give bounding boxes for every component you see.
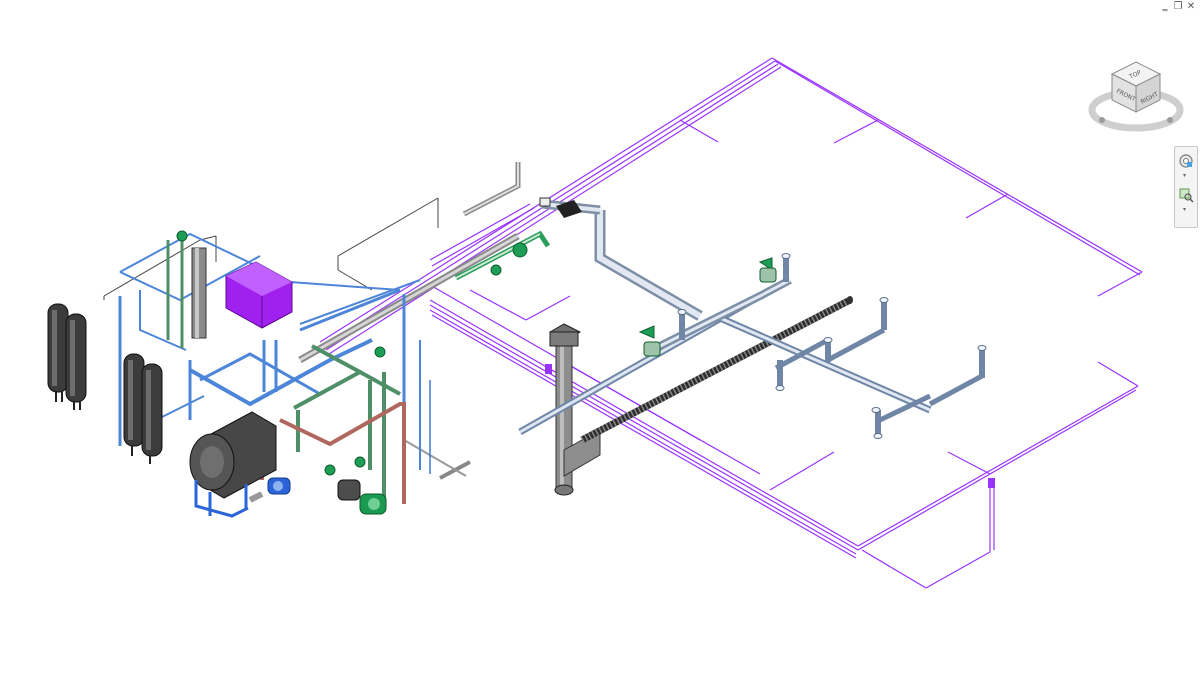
magenta-unit (225, 261, 293, 329)
hydronic-piping (118, 199, 985, 470)
navigation-bar: ▾ ▾ (1174, 146, 1198, 228)
gray-main-pipe (298, 162, 601, 496)
green-piping-and-valves (166, 230, 551, 500)
view-cube[interactable]: TOP FRONT RIGHT (1088, 58, 1184, 134)
steering-wheel-dropdown-icon[interactable]: ▾ (1183, 173, 1187, 179)
zoom-region-icon[interactable] (1178, 187, 1194, 203)
purple-terminal-marker (988, 478, 995, 488)
misc-equipment (429, 197, 582, 474)
purple-piping-network (319, 57, 1143, 589)
corrugated-duct (580, 296, 853, 444)
restore-icon[interactable]: ❐ (1173, 1, 1183, 12)
minimize-icon[interactable]: ‗ (1162, 1, 1168, 12)
zoom-dropdown-icon[interactable]: ▾ (1183, 207, 1187, 213)
steering-wheel-icon[interactable] (1178, 153, 1194, 169)
view-cube-right-face[interactable] (1135, 73, 1161, 113)
view-cube-home-icon[interactable] (1099, 117, 1105, 123)
thin-outline-pipes (103, 197, 439, 300)
view-cube-rotate-icon[interactable] (1167, 117, 1173, 123)
green-valve-fittings (176, 230, 777, 476)
close-icon[interactable]: ✕ (1186, 1, 1196, 12)
window-controls: ‗ ❐ ✕ (1160, 2, 1196, 12)
dark-storage-tanks (47, 303, 163, 464)
pipe-end-caps (677, 253, 987, 439)
vertical-filter-column (191, 247, 207, 339)
pumps (248, 477, 387, 515)
purple-terminal-marker (545, 364, 552, 374)
boiler-tank (189, 411, 277, 518)
